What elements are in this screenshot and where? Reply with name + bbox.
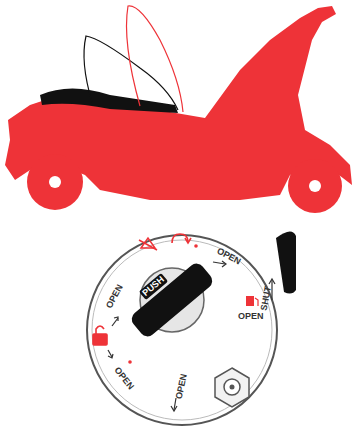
keyhole bbox=[224, 379, 240, 395]
rear-wheel bbox=[27, 154, 83, 210]
front-hub bbox=[309, 180, 321, 192]
front-wheel bbox=[288, 159, 342, 213]
fuel-icon bbox=[246, 296, 258, 306]
key-switch-rim bbox=[92, 240, 272, 420]
knob-bar bbox=[129, 260, 216, 339]
rear-hub bbox=[49, 176, 61, 188]
keyhole-core bbox=[230, 385, 235, 390]
direction-arrow bbox=[108, 261, 275, 411]
keyhole-hex bbox=[215, 368, 249, 407]
seat bbox=[40, 89, 178, 114]
seat-icon bbox=[172, 234, 191, 243]
lock-icon bbox=[93, 326, 107, 345]
fuel-label: OPEN bbox=[238, 312, 264, 321]
seat-open-outline bbox=[127, 6, 184, 112]
steering-lock-icon bbox=[139, 238, 157, 250]
position-dot bbox=[128, 244, 198, 364]
key-switch-dial bbox=[87, 235, 277, 425]
switch-tab bbox=[276, 231, 296, 293]
